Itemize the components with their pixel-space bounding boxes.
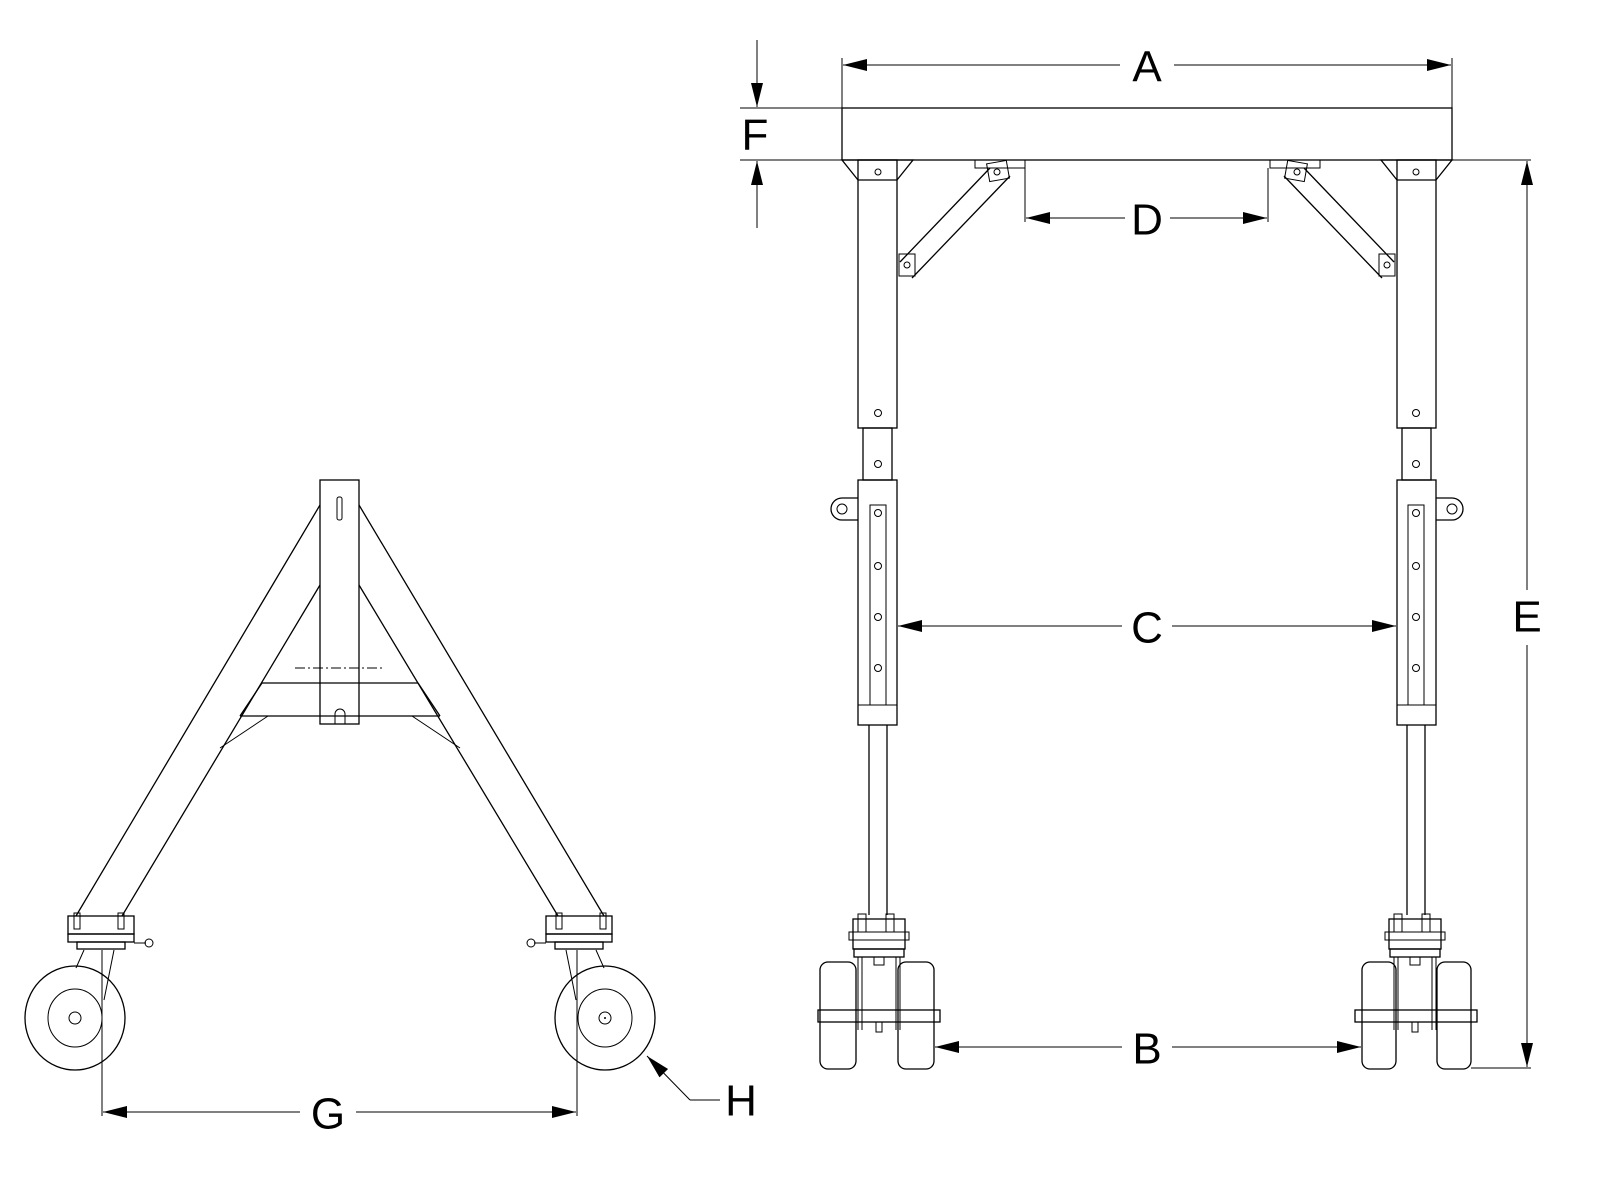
center-post [319,479,360,725]
top-beam [841,107,1453,161]
dimension-label-h: H [725,1077,757,1126]
caster-right-side [526,912,613,1001]
dimension-d: D [1024,168,1269,245]
caster-left-front [817,913,941,1070]
wheel-left-side [24,965,126,1071]
dimension-label-a: A [1132,43,1162,92]
leg-left [830,159,915,915]
front-view: A F D C B [740,40,1542,1074]
dimension-e: E [1452,159,1542,1069]
dimension-g: G [101,950,578,1139]
dimension-label-b: B [1132,1025,1161,1074]
dimension-label-f: F [742,111,769,160]
dimension-a: A [841,43,1453,108]
caster-right-front [1354,913,1478,1070]
dimension-label-e: E [1512,593,1541,642]
brace-right [1283,159,1396,279]
caster-left-side [67,912,154,1001]
dimension-c: C [898,604,1396,653]
wheel-right-side [554,965,656,1071]
cross-bar [219,667,461,749]
dimension-label-d: D [1131,196,1163,245]
a-frame-legs [75,504,605,917]
dimension-label-c: C [1131,604,1163,653]
side-view: G H [24,479,757,1139]
dimension-h: H [646,1055,757,1126]
leg-right [1379,159,1464,915]
dimension-b: B [935,1025,1361,1074]
dimension-label-g: G [311,1090,345,1139]
dimension-f: F [740,40,842,228]
brace-left [898,159,1011,279]
